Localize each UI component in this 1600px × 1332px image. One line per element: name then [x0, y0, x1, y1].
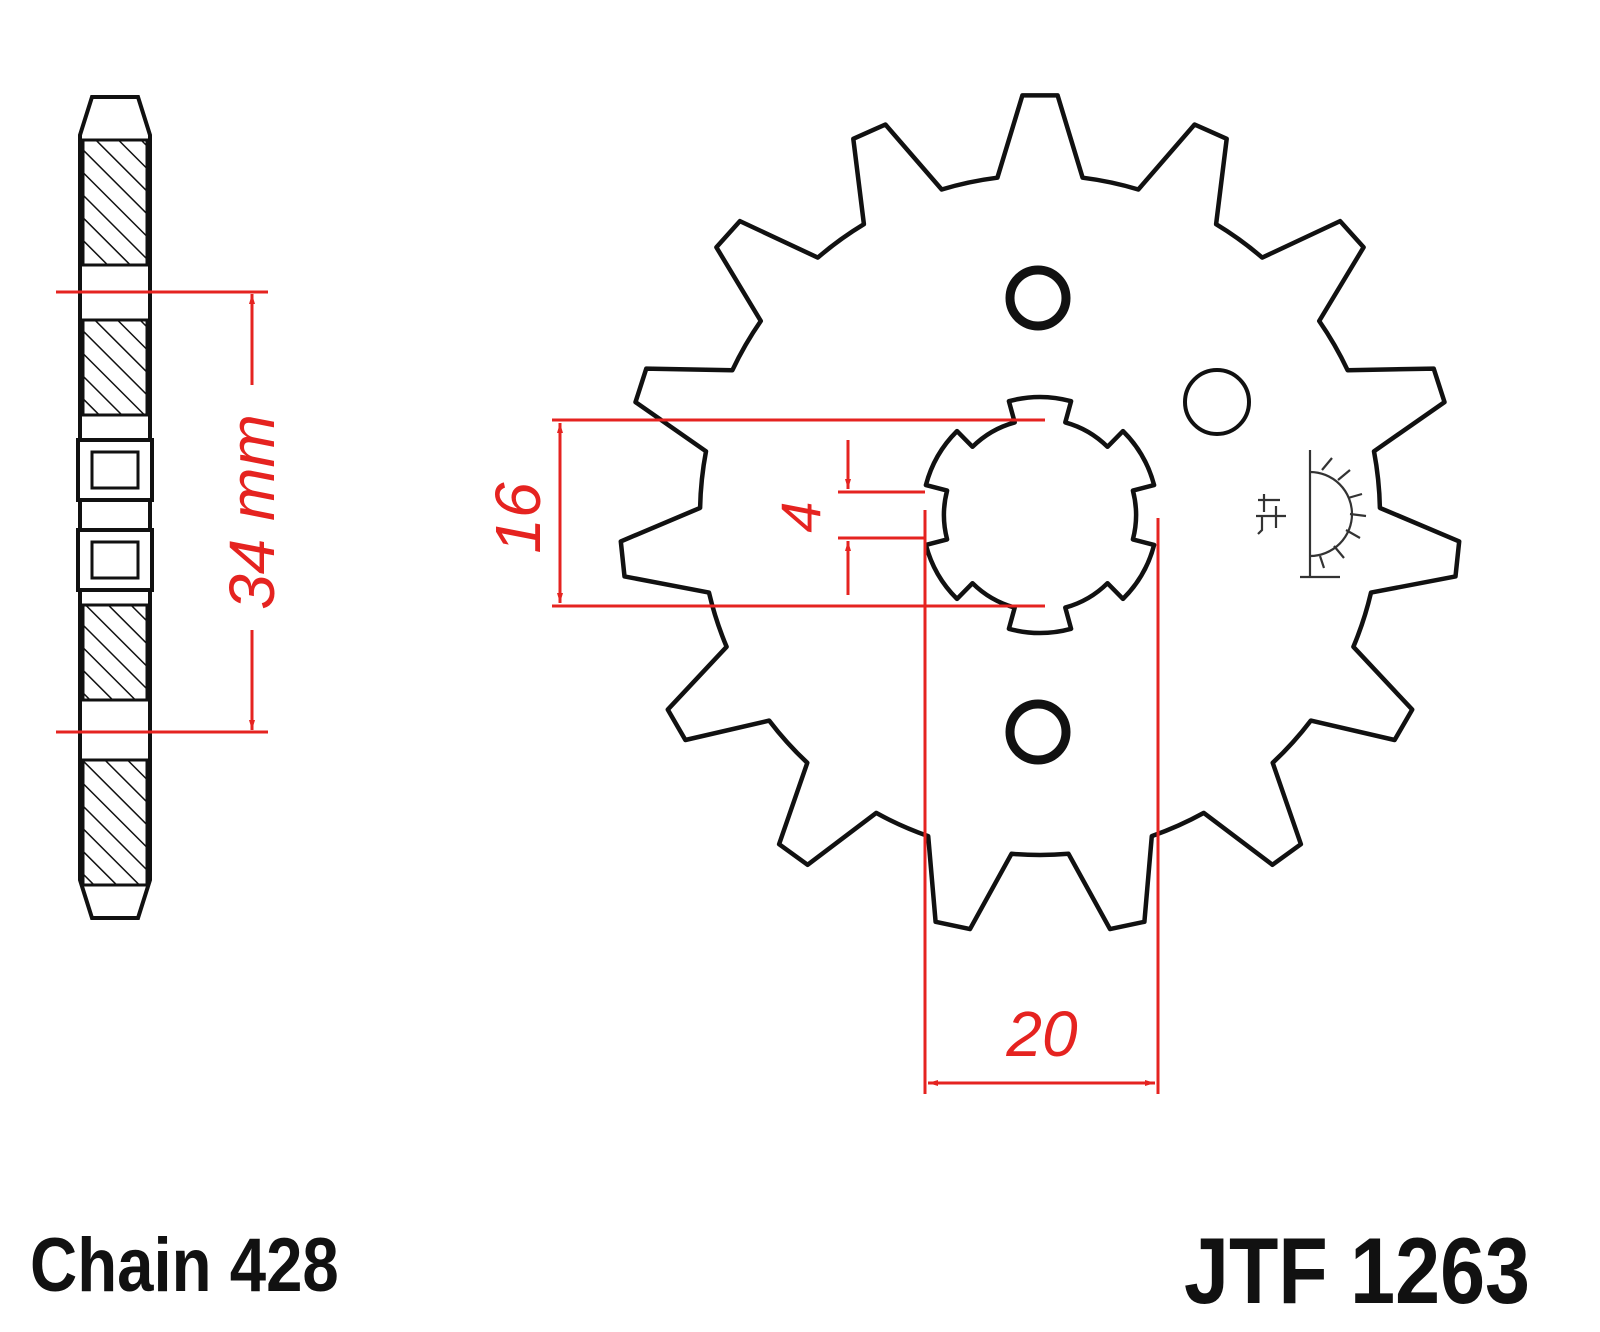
dim-16-label: 16	[482, 482, 554, 554]
spline-slot-inner-2	[90, 540, 140, 580]
lightening-hole	[1183, 368, 1251, 436]
dim-4-label: 4	[769, 501, 832, 532]
side-profile-view: 34 mm	[56, 95, 288, 920]
spline-bore-outline	[923, 394, 1157, 636]
dim-20-label: 20	[1005, 998, 1078, 1070]
dim-34-label: 34 mm	[216, 414, 288, 610]
spline-slot-2	[76, 528, 154, 592]
dim-16	[552, 418, 1045, 608]
mounting-hole-top	[1005, 265, 1071, 331]
dim-4	[838, 440, 925, 595]
spline-slot-inner-1	[90, 450, 140, 490]
hatch-section-4	[81, 758, 149, 887]
hatch-section-3	[81, 603, 149, 702]
mounting-hole-bottom	[1005, 699, 1071, 765]
hatch-section-1	[81, 138, 149, 267]
hatch-section-2	[81, 318, 149, 417]
part-number: JTF 1263	[1184, 1218, 1531, 1323]
side-profile-outline	[78, 95, 152, 920]
dim-20	[923, 510, 1160, 1094]
chain-label: Chain 428	[30, 1223, 339, 1308]
sun-logo-icon	[1256, 450, 1367, 579]
front-view: 16 4 20	[482, 93, 1462, 1094]
